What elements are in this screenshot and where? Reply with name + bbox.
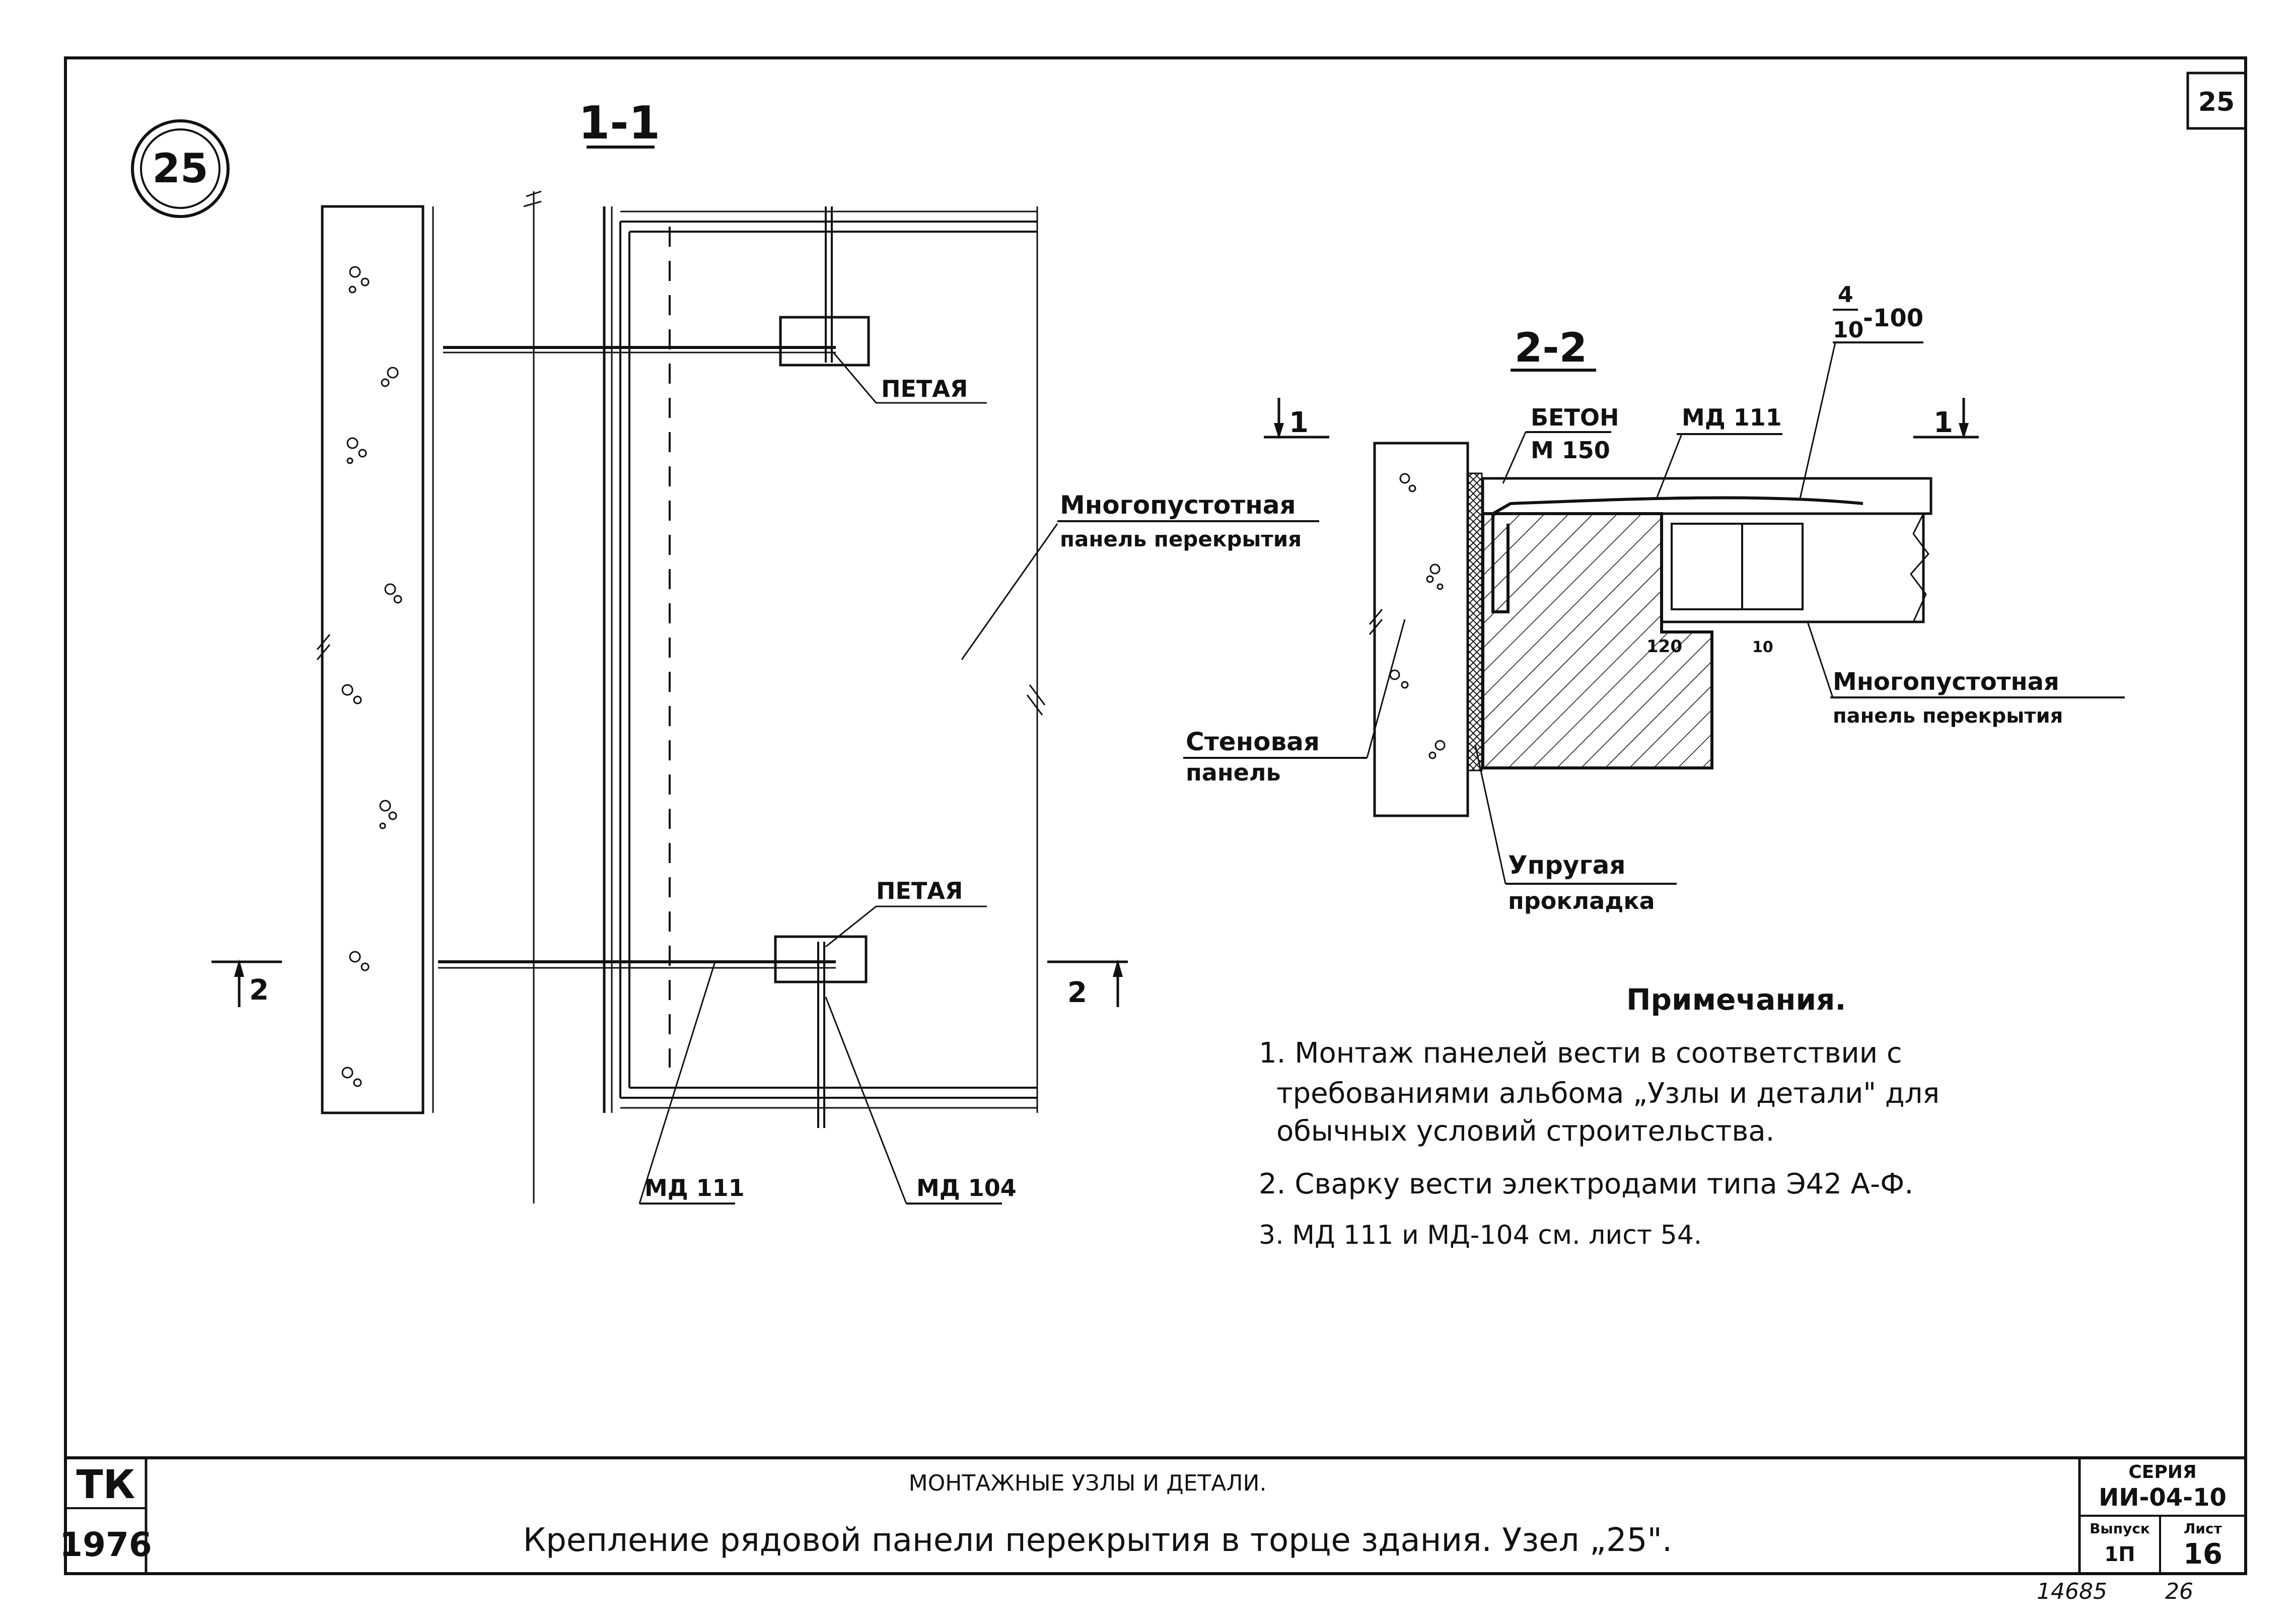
- sheet-number: 25: [2198, 87, 2235, 117]
- section-2-2: 2-2 1 1: [1183, 282, 2125, 914]
- note-line-5: 3. МД 111 и МД-104 см. лист 54.: [1259, 1220, 1702, 1250]
- cut-mark-right: 2: [1047, 959, 1128, 1009]
- rebar-spec: 4 10 -100: [1799, 282, 1923, 499]
- svg-text:4: 4: [1838, 282, 1853, 308]
- wall-panel-2-2: [1373, 442, 1469, 817]
- sheet-value: 16: [2183, 1538, 2222, 1571]
- anchor-rebar: [1491, 496, 1863, 613]
- drawing-title: Крепление рядовой панели перекрытия в то…: [523, 1522, 1673, 1559]
- node-number: 25: [152, 145, 208, 192]
- issue-label: Выпуск: [2090, 1520, 2150, 1537]
- svg-text:-100: -100: [1863, 304, 1923, 332]
- hollow-core-panel-2: [1660, 512, 1925, 623]
- panel-label-1-line2: панель перекрытия: [1060, 527, 1302, 551]
- series-value: ИИ-04-10: [2099, 1484, 2227, 1512]
- dim-120: 120: [1646, 637, 1682, 657]
- cut-2-left-label: 1: [1289, 406, 1309, 439]
- embedded-plate-bottom: [774, 935, 868, 983]
- cut-mark-left: 2: [211, 959, 282, 1007]
- issue-value: 1П: [2104, 1543, 2135, 1566]
- footer-number-right: 26: [2165, 1579, 2193, 1604]
- year: 1976: [59, 1525, 152, 1564]
- loop-label-top: ПЕТАЯ: [881, 375, 968, 402]
- cut-mark-2-left: 1: [1264, 398, 1329, 439]
- sheet-label: Лист: [2184, 1520, 2222, 1537]
- node-circle: 25: [131, 119, 230, 218]
- note-line-1: 1. Монтаж панелей вести в соответствии с: [1259, 1037, 1902, 1070]
- footer-number-left: 14685: [2037, 1579, 2107, 1604]
- pad-label-line1: Упругая: [1508, 851, 1625, 880]
- wall-label-line1: Стеновая: [1186, 727, 1320, 756]
- drawing-frame: [64, 56, 2247, 1575]
- series-label: СЕРИЯ: [2128, 1462, 2196, 1482]
- dim-10: 10: [1752, 639, 1773, 656]
- concrete-label-2: М 150: [1531, 437, 1610, 464]
- section-2-title: 2-2: [1515, 324, 1588, 371]
- cut-right-label: 2: [1067, 976, 1087, 1009]
- section-1-title: 1-1: [579, 97, 661, 150]
- panel-label-2-line1: Многопустотная: [1833, 668, 2059, 696]
- wall-aggregate: [341, 266, 402, 1087]
- md111-label-1: МД 111: [644, 1174, 745, 1202]
- wall-panel-1-1: [321, 205, 424, 1114]
- pad-label-line2: прокладка: [1508, 887, 1655, 914]
- org-code: ТК: [77, 1462, 135, 1508]
- panel-label-1-line1: Многопустотная: [1060, 490, 1296, 520]
- note-line-2: требованиями альбома „Узлы и детали" для: [1276, 1077, 1940, 1110]
- notes-heading: Примечания.: [1626, 982, 1846, 1017]
- cut-2-right-label: 1: [1933, 406, 1953, 439]
- loop-label-bottom: ПЕТАЯ: [876, 877, 963, 904]
- sheet-number-box: 25: [2186, 72, 2247, 130]
- title-block: ТК 1976 МОНТАЖНЫЕ УЗЛЫ И ДЕТАЛИ. Креплен…: [59, 1456, 2246, 1574]
- notes-block: Примечания. 1. Монтаж панелей вести в со…: [1259, 982, 1940, 1250]
- drawing-subtitle: МОНТАЖНЫЕ УЗЛЫ И ДЕТАЛИ.: [909, 1470, 1267, 1496]
- svg-text:10: 10: [1833, 317, 1863, 343]
- section-1-1: 1-1: [211, 97, 1319, 1205]
- note-line-3: обычных условий строительства.: [1276, 1115, 1774, 1148]
- elastic-pad: [1467, 472, 1483, 771]
- md111-label-2: МД 111: [1682, 404, 1782, 431]
- panel-label-2-line2: панель перекрытия: [1833, 704, 2063, 728]
- concrete-label-1: БЕТОН: [1531, 404, 1619, 431]
- cut-left-label: 2: [249, 974, 269, 1007]
- md104-label-1: МД 104: [916, 1174, 1017, 1202]
- concrete-topping: [1481, 477, 1932, 515]
- wall-label-line2: панель: [1186, 759, 1281, 786]
- cut-mark-2-right: 1: [1913, 398, 1979, 439]
- embedded-plate-top: [779, 316, 870, 367]
- note-line-4: 2. Сварку вести электродами типа Э42 А-Ф…: [1259, 1168, 1913, 1201]
